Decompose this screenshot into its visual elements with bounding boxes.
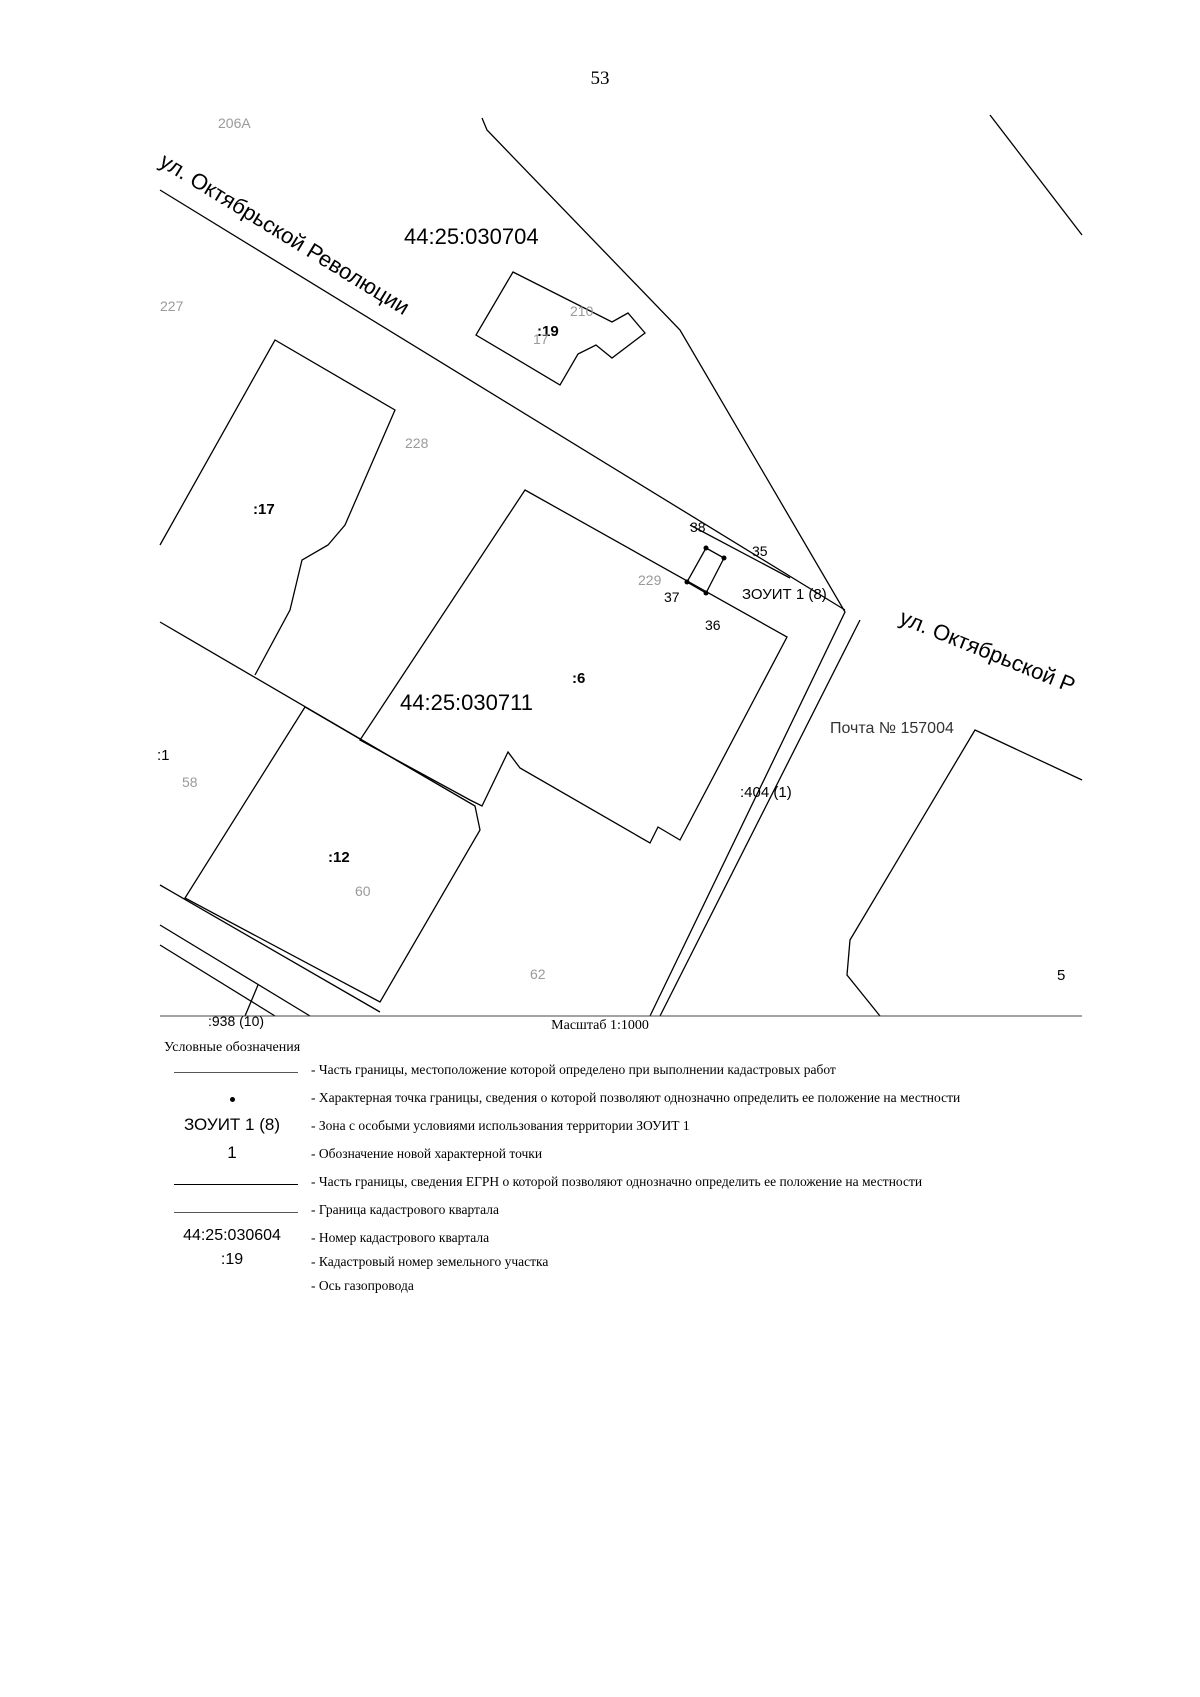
legend-text: - Обозначение новой характерной точки: [311, 1146, 543, 1161]
house-number-206a: 206А: [218, 115, 251, 131]
point-label-38: 38: [690, 519, 706, 535]
legend-symbol-new-point: 1: [227, 1143, 237, 1162]
legend-symbol-dotted-line: [164, 1058, 300, 1086]
parcel-12-outline: [184, 706, 481, 1003]
point-35-marker: [721, 555, 727, 561]
parcel-label-17: :17: [253, 501, 275, 518]
small-structure: [686, 547, 725, 594]
scale-label: Масштаб 1:1000: [551, 1018, 649, 1033]
zone-line-938: [244, 984, 259, 1017]
boundary-38-35: [689, 524, 791, 579]
legend-row-gas-pipeline: - Ось газопровода: [164, 1274, 1084, 1302]
parcel-19-outline: [475, 271, 646, 386]
legend-text: - Зона с особыми условиями использования…: [311, 1118, 690, 1133]
point-label-37: 37: [664, 589, 680, 605]
house-number-229: 229: [638, 572, 662, 588]
parcel-label-19: :19: [537, 323, 559, 340]
legend-text: - Характерная точка границы, сведения о …: [311, 1090, 961, 1105]
point-label-35: 35: [752, 543, 768, 559]
boundary-line-right: [989, 114, 1083, 236]
house-number-62: 62: [530, 966, 546, 982]
legend-text: - Номер кадастрового квартала: [311, 1230, 490, 1245]
zone-label: ЗОУИТ 1 (8): [742, 586, 827, 603]
legend-row-zone: ЗОУИТ 1 (8) - Зона с особыми условиями и…: [164, 1114, 1084, 1142]
street-label-right: ул. Октябрьской Р: [896, 604, 1079, 697]
legend-symbol-quarter-number: 44:25:030604: [183, 1227, 281, 1244]
house-number-228: 228: [405, 435, 429, 451]
parcel-6-outline: [359, 489, 788, 844]
road-line-1: [659, 619, 861, 1017]
legend-text: - Часть границы, сведения ЕГРН о которой…: [311, 1174, 923, 1189]
quarter-boundary-line: [481, 117, 846, 1017]
house-number-17: 17: [533, 331, 549, 347]
lower-street-line-2: [159, 884, 381, 1013]
post-office-label: Почта № 157004: [830, 720, 954, 737]
legend-row-new-point: 1 - Обозначение новой характерной точки: [164, 1142, 1084, 1170]
parcel-17-outline: [159, 339, 396, 676]
legend-symbol-quarter-line: [164, 1198, 300, 1226]
legend-symbol-solid-line: [164, 1170, 300, 1198]
cadastral-map: ул. Октябрьской Революции ул. Октябрьско…: [155, 114, 1083, 1029]
legend-text: - Часть границы, местоположение которой …: [311, 1062, 836, 1077]
legend-symbol-point: [164, 1086, 300, 1114]
legend-symbol-gas-pipeline: [164, 1274, 300, 1302]
point-37-marker: [684, 579, 690, 585]
lower-street-line-4: [159, 944, 276, 1017]
parcel-label-938: :938 (10): [208, 1013, 264, 1029]
house-number-227: 227: [160, 298, 184, 314]
legend-row-quarter-number: 44:25:030604 - Номер кадастрового кварта…: [164, 1226, 1084, 1250]
lower-street-line-3: [159, 924, 311, 1017]
legend-title: Условные обозначения: [164, 1040, 301, 1055]
house-number-58: 58: [182, 774, 198, 790]
parcel-label-12: :12: [328, 849, 350, 866]
parcel-label-1: :1: [157, 747, 170, 764]
parcel-5-outline: [846, 729, 1083, 1017]
street-edge-top: [159, 189, 846, 611]
legend-row-point: - Характерная точка границы, сведения о …: [164, 1086, 1084, 1114]
legend-row-parcel-number: :19 - Кадастровый номер земельного участ…: [164, 1250, 1084, 1274]
parcel-label-6: :6: [572, 670, 585, 687]
legend-row-egrn-boundary: - Часть границы, сведения ЕГРН о которой…: [164, 1170, 1084, 1198]
quarter-number-top: 44:25:030704: [404, 224, 539, 249]
point-label-36: 36: [705, 617, 721, 633]
parcel-label-404: :404 (1): [740, 784, 792, 801]
legend: - Часть границы, местоположение которой …: [164, 1058, 1084, 1302]
legend-symbol-parcel-number: :19: [220, 1251, 244, 1268]
legend-row-new-boundary: - Часть границы, местоположение которой …: [164, 1058, 1084, 1086]
legend-text: - Граница кадастрового квартала: [311, 1202, 499, 1217]
point-38-marker: [703, 545, 709, 551]
legend-text: - Ось газопровода: [311, 1278, 414, 1293]
house-number-60: 60: [355, 883, 371, 899]
legend-text: - Кадастровый номер земельного участка: [311, 1254, 549, 1269]
point-36-marker: [703, 590, 709, 596]
quarter-number-center: 44:25:030711: [400, 690, 533, 715]
page-number: 53: [590, 68, 610, 89]
street-label-main: ул. Октябрьской Революции: [155, 148, 414, 320]
legend-row-quarter-boundary: - Граница кадастрового квартала: [164, 1198, 1084, 1226]
legend-symbol-zone: ЗОУИТ 1 (8): [183, 1115, 280, 1134]
house-number-210: 210: [570, 303, 594, 319]
house-number-5: 5: [1057, 967, 1065, 984]
